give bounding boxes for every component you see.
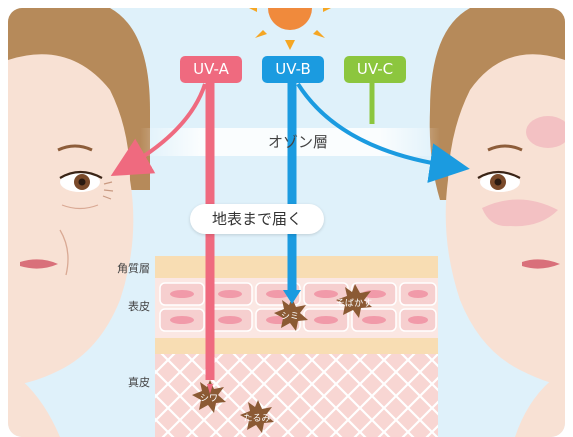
uva-label: UV-A [180,56,242,83]
uvb-label: UV-B [262,56,324,83]
wrinkle-label: シワ [187,391,231,404]
uvc-label: UV-C [344,56,406,83]
freckles-label: そばかす [332,296,376,309]
reaches-ground-label: 地表まで届く [190,204,324,234]
stratum-corneum-label: 角質層 [104,260,150,276]
dermis-label: 真皮 [104,374,150,390]
sagging-label: たるみ [235,411,279,424]
ozone-layer-label: オゾン層 [248,131,348,152]
epidermis-label: 表皮 [104,298,150,314]
spot-label: シミ [268,309,312,322]
